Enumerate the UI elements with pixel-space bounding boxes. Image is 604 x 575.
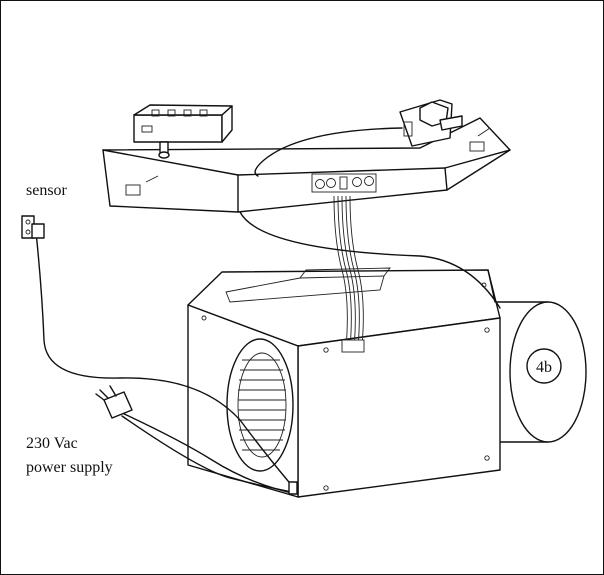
power-supply-label-line1: 230 Vac bbox=[26, 435, 78, 452]
wiring bbox=[35, 127, 501, 495]
ribbon-cable bbox=[333, 195, 365, 353]
sensor-label: sensor bbox=[26, 182, 68, 199]
circuit-module bbox=[133, 104, 233, 159]
part-tag: 4b bbox=[526, 348, 562, 384]
power-supply-label-line2: power supply bbox=[26, 459, 113, 476]
power-plug bbox=[95, 385, 133, 419]
part-tag-label: 4b bbox=[536, 359, 552, 376]
control-panel-bracket bbox=[102, 117, 511, 213]
fan-housing bbox=[187, 267, 501, 498]
sensor-device bbox=[21, 215, 45, 239]
cable-grommet bbox=[288, 481, 298, 495]
switch-module bbox=[399, 99, 463, 147]
